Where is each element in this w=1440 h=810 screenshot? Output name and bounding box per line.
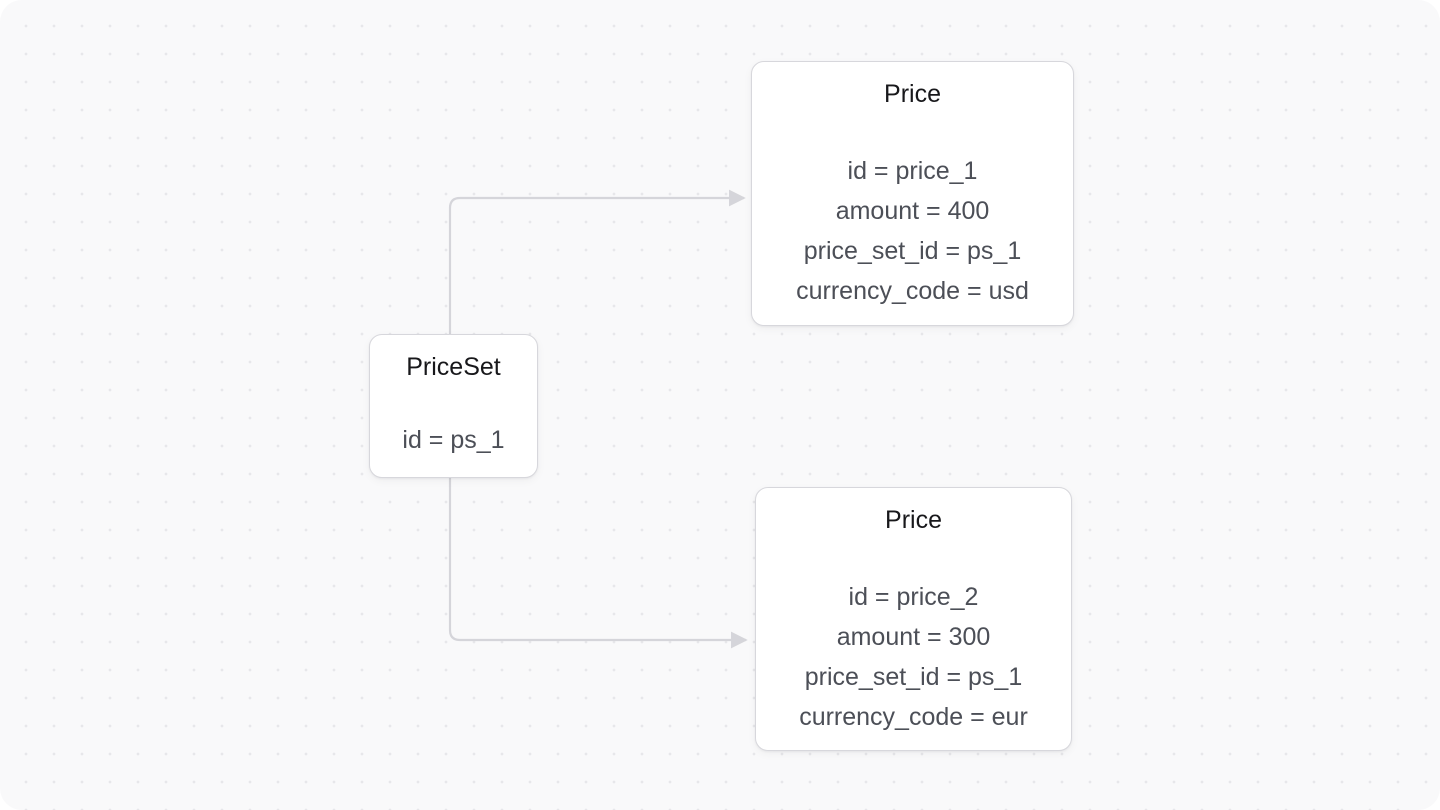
node-price-1[interactable]: Price id = price_1 amount = 400 price_se… bbox=[751, 61, 1074, 326]
node-attribute-row: id = ps_1 bbox=[402, 426, 505, 454]
node-attribute-row: amount = 300 bbox=[836, 623, 991, 651]
node-attribute-list: id = price_2 amount = 300 price_set_id =… bbox=[799, 577, 1028, 737]
node-attribute-list: id = price_1 amount = 400 price_set_id =… bbox=[796, 151, 1029, 311]
node-attribute-row: amount = 400 bbox=[835, 197, 990, 225]
node-price-set[interactable]: PriceSet id = ps_1 bbox=[369, 334, 538, 478]
node-attribute-row: id = price_2 bbox=[848, 583, 979, 611]
node-attribute-row: currency_code = eur bbox=[799, 703, 1028, 731]
node-attribute-list: id = ps_1 bbox=[402, 420, 504, 460]
node-title: PriceSet bbox=[406, 353, 501, 381]
node-price-2[interactable]: Price id = price_2 amount = 300 price_se… bbox=[755, 487, 1072, 751]
node-attribute-row: price_set_id = ps_1 bbox=[804, 663, 1023, 691]
node-attribute-row: price_set_id = ps_1 bbox=[803, 237, 1022, 265]
node-attribute-row: currency_code = usd bbox=[796, 277, 1029, 305]
edge-priceset-to-price-1 bbox=[448, 189, 746, 334]
node-title: Price bbox=[884, 80, 941, 108]
node-attribute-row: id = price_1 bbox=[847, 157, 978, 185]
node-title: Price bbox=[885, 506, 942, 534]
edge-priceset-to-price-2 bbox=[448, 478, 748, 649]
